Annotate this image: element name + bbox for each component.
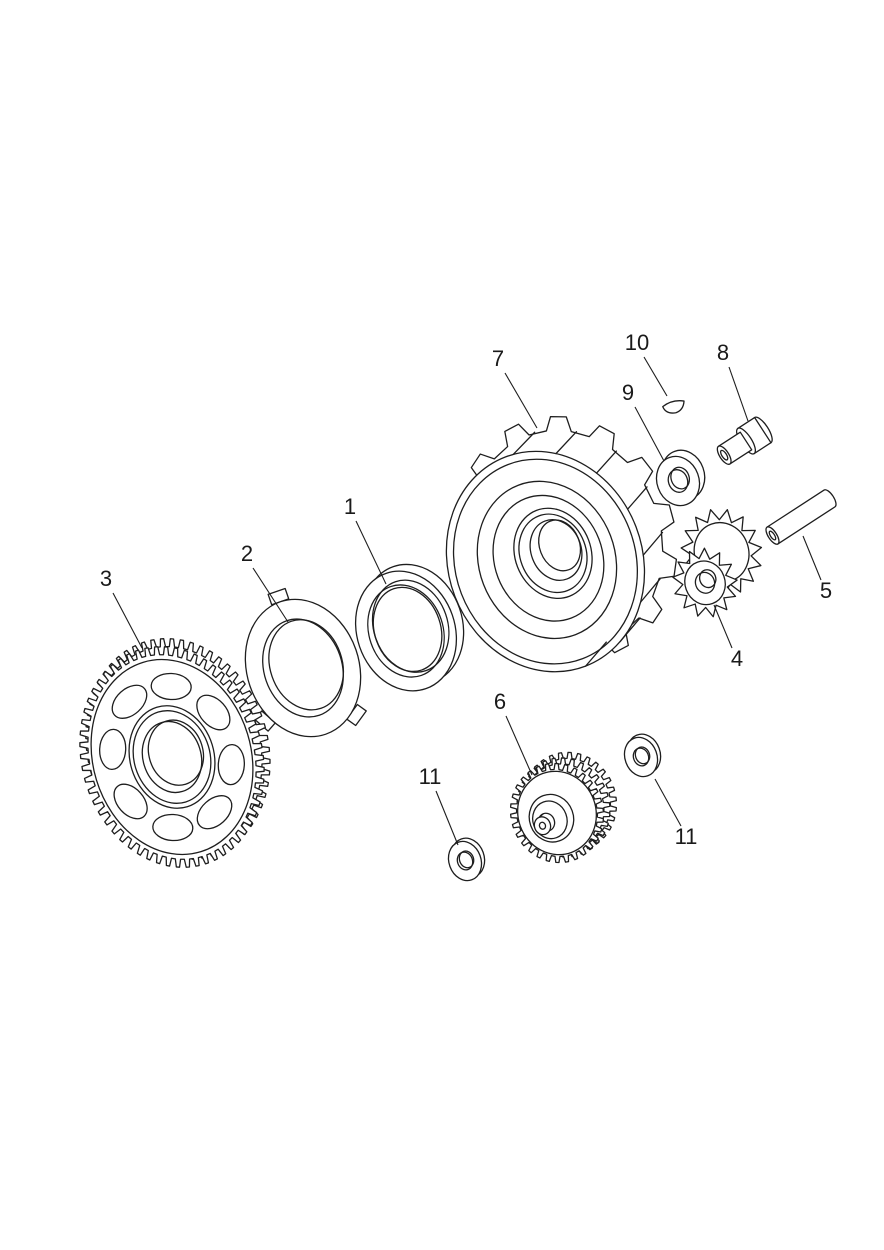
part-3-primary-gear xyxy=(51,616,298,891)
callout-label-11-right: 11 xyxy=(675,824,698,849)
part-5-pin xyxy=(764,488,839,546)
part-4-double-idler-gear xyxy=(652,498,778,627)
callout-layer: 1 2 3 4 5 6 7 8 9 10 11 11 xyxy=(100,330,832,849)
callout-label-8: 8 xyxy=(717,340,729,365)
callout-label-10: 10 xyxy=(625,330,649,355)
part-7-clutch-drum xyxy=(405,384,712,701)
leader-line-part1 xyxy=(355,520,387,585)
part-9-spacer-collar xyxy=(648,444,713,512)
leader-line-part11-right xyxy=(654,778,682,827)
leader-line-part6 xyxy=(505,715,533,776)
leader-line-part8 xyxy=(728,366,749,422)
part-11-washer-right xyxy=(618,729,666,781)
part-8-bushing xyxy=(712,415,775,471)
callout-label-9: 9 xyxy=(622,380,634,405)
callout-label-1: 1 xyxy=(344,494,356,519)
callout-label-2: 2 xyxy=(241,541,253,566)
part-10-woodruff-key xyxy=(662,399,686,416)
part-11-washer-left xyxy=(442,833,490,885)
part-6-starter-drive-gear xyxy=(495,739,633,876)
callout-label-4: 4 xyxy=(731,646,743,671)
leader-line-part7 xyxy=(504,372,538,429)
callout-label-7: 7 xyxy=(492,346,504,371)
parts-artwork xyxy=(51,384,838,890)
part-1-bearing-ring xyxy=(339,551,481,705)
leader-line-part10 xyxy=(643,356,668,397)
callout-label-5: 5 xyxy=(820,578,832,603)
callout-label-11-left: 11 xyxy=(419,764,442,789)
leader-line-part5 xyxy=(802,535,822,581)
leader-line-part9 xyxy=(634,406,665,462)
leader-line-part11-left xyxy=(435,790,459,846)
leader-line-part3 xyxy=(112,592,143,649)
leader-line-part2 xyxy=(252,567,289,623)
callout-label-3: 3 xyxy=(100,566,112,591)
leader-line-part4 xyxy=(713,604,733,649)
callout-label-6: 6 xyxy=(494,689,506,714)
